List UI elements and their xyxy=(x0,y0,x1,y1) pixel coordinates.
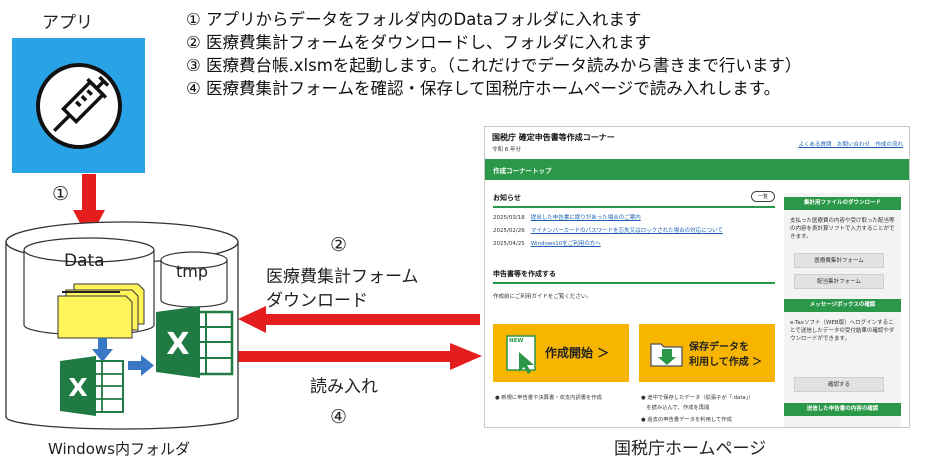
excel-icon: X xyxy=(60,356,124,416)
site-year: 令和 6 年分 xyxy=(492,147,521,153)
data-folder-label: Data xyxy=(64,251,105,271)
folder-caption: Windows内フォルダ xyxy=(48,440,190,458)
arrow-import-head xyxy=(450,343,482,370)
app-tile xyxy=(12,38,145,173)
syringe-icon xyxy=(36,63,122,149)
medical-form-button[interactable]: 医療費集計フォーム xyxy=(794,253,884,268)
download-label-2: ダウンロード xyxy=(266,291,368,311)
dividend-form-button[interactable]: 配当集計フォーム xyxy=(794,274,884,289)
svg-text:X: X xyxy=(68,373,87,402)
svg-text:X: X xyxy=(166,327,189,362)
step-list: ① アプリからデータをフォルダ内のDataフォルダに入れます ② 医療費集計フォ… xyxy=(186,8,801,100)
news-divider xyxy=(493,206,775,208)
document-stack-icon xyxy=(57,283,145,339)
create-note: 作成前にご利用ガイドをご覧ください。 xyxy=(493,294,592,300)
use-saved-data-card[interactable]: 保存データを 利用して作成 ＞ xyxy=(639,324,775,382)
sent-return-heading: 送信した申告書の内容の確認 xyxy=(784,403,901,416)
import-label: 読み入れ xyxy=(310,377,378,397)
news-item[interactable]: 2025/02/26 マイナンバーカードのパスワードを忘失又はロックされた場合の対… xyxy=(493,226,775,234)
new-document-icon xyxy=(506,335,536,374)
news-link[interactable]: マイナンバーカードのパスワードを忘失又はロックされた場合の対応について xyxy=(530,228,723,234)
news-link[interactable]: 提出した申告書に誤りがあった場合のご案内 xyxy=(530,215,641,221)
step-3: ③ 医療費台帳.xlsmを起動します。（これだけでデータ読みから書きまで行います… xyxy=(186,56,802,75)
new-badge: NEW xyxy=(509,338,524,344)
create-divider xyxy=(493,282,775,284)
message-box-heading: メッセージボックスの確認 xyxy=(784,299,901,312)
site-caption: 国税庁ホームページ xyxy=(614,439,767,459)
arrow-download xyxy=(264,314,480,325)
download-files-text: 支払った医療費の内容や受け取った配当等の内容を表計算ソフトで入力することができま… xyxy=(790,218,895,240)
saved-data-line1: 保存データを xyxy=(689,342,749,353)
download-label-1: 医療費集計フォーム xyxy=(266,267,419,287)
site-top-bar[interactable]: 作成コーナートップ xyxy=(485,159,909,180)
site-header-links[interactable]: よくある質問 お問い合わせ 作成の流れ xyxy=(798,142,903,148)
folder-icon xyxy=(650,343,683,367)
number-4: ④ xyxy=(330,406,348,428)
news-list-button[interactable]: 一覧 xyxy=(750,191,775,202)
card2-note: ● 過去の申告書データを利用して作成 xyxy=(641,417,732,423)
news-item[interactable]: 2025/04/25 Windows10をご利用の方へ xyxy=(493,239,775,247)
nta-website: 国税庁 確定申告書等作成コーナー 令和 6 年分 よくある質問 お問い合わせ 作… xyxy=(484,126,910,428)
card1-note: ● 新規に申告書や決算書・収支内訳書を作成 xyxy=(495,395,602,401)
start-create-label: 作成開始 ＞ xyxy=(545,346,610,360)
site-brand[interactable]: 国税庁 確定申告書等作成コーナー xyxy=(492,133,615,142)
site-main: お知らせ 一覧 2025/03/18 提出した申告書に誤りがあった場合のご案内 2… xyxy=(493,191,775,300)
start-create-card[interactable]: NEW 作成開始 ＞ xyxy=(493,324,629,382)
news-link[interactable]: Windows10をご利用の方へ xyxy=(530,241,601,247)
number-2: ② xyxy=(330,234,348,256)
download-files-heading: 集計用ファイルのダウンロード xyxy=(784,197,901,210)
excel-icon: X xyxy=(156,306,234,378)
app-label: アプリ xyxy=(42,13,93,33)
card2-note: ● 途中で保存したデータ（拡張子が「.data」） xyxy=(641,395,754,401)
message-box-text: e-Taxソフト（WEB版）へログインすることで送信したデータの受付結果の確認や… xyxy=(790,320,895,342)
site-header: 国税庁 確定申告書等作成コーナー 令和 6 年分 よくある質問 お問い合わせ 作… xyxy=(485,127,909,155)
card2-note: を読み込んで、作成を再開 xyxy=(641,405,710,411)
news-date: 2025/02/26 xyxy=(493,228,525,234)
small-flow-arrows xyxy=(92,338,154,376)
arrow-download-head xyxy=(238,306,266,333)
tmp-folder-label: tmp xyxy=(176,262,209,281)
number-1: ① xyxy=(52,183,70,205)
create-title: 申告書等を作成する xyxy=(493,270,556,278)
check-button[interactable]: 確認する xyxy=(794,377,884,392)
arrow-import xyxy=(236,351,452,362)
news-date: 2025/04/25 xyxy=(493,241,525,247)
step-2: ② 医療費集計フォームをダウンロードし、フォルダに入れます xyxy=(186,33,652,52)
step-1: ① アプリからデータをフォルダ内のDataフォルダに入れます xyxy=(186,10,642,29)
step-4: ④ 医療費集計フォームを確認・保存して国税庁ホームページで読み入れします。 xyxy=(186,79,781,98)
news-date: 2025/03/18 xyxy=(493,215,525,221)
news-title: お知らせ xyxy=(493,194,521,202)
site-sidebar: 集計用ファイルのダウンロード 支払った医療費の内容や受け取った配当等の内容を表計… xyxy=(784,193,901,427)
news-item[interactable]: 2025/03/18 提出した申告書に誤りがあった場合のご案内 xyxy=(493,213,775,221)
saved-data-line2: 利用して作成 ＞ xyxy=(689,357,763,368)
arrow-app-to-data xyxy=(82,174,96,212)
